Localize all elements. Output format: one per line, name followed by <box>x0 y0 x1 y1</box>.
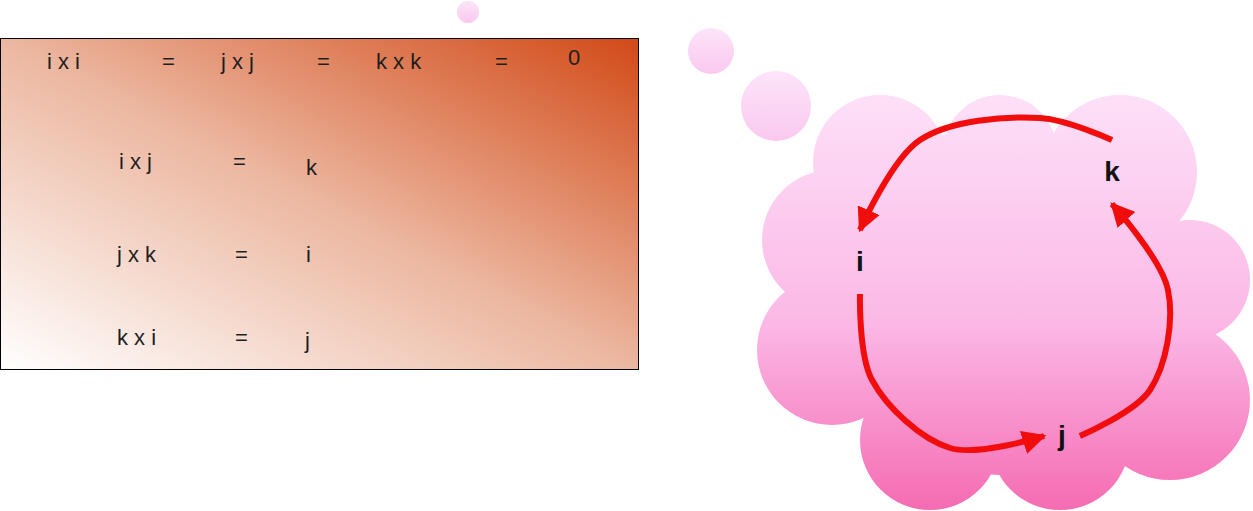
formula-text: j <box>305 328 310 354</box>
formula-text: k x i <box>117 325 156 351</box>
formula-text: = <box>162 49 175 75</box>
formula-text: = <box>495 49 508 75</box>
unit-vector-node: j <box>1044 404 1080 468</box>
cycle-arrow <box>1080 204 1170 436</box>
formula-text: i <box>306 242 311 268</box>
formula-text: = <box>317 49 330 75</box>
unit-vector-node: k <box>1090 140 1134 204</box>
vector-label: j <box>1058 420 1066 452</box>
vector-label: k <box>1104 156 1120 188</box>
formula-text: j x k <box>117 242 156 268</box>
cloud-body <box>757 95 1250 510</box>
cycle-arrow <box>860 294 1044 450</box>
formula-text: 0 <box>568 45 580 71</box>
formula-text: = <box>235 242 248 268</box>
formula-text: k <box>306 155 317 181</box>
formula-text: = <box>233 149 246 175</box>
formula-text: i x j <box>119 149 152 175</box>
vector-label: i <box>856 246 864 278</box>
formula-text: k x k <box>376 49 421 75</box>
cycle-arrow <box>860 118 1112 230</box>
formula-box: i x i = j x j = k x k = 0 i x j = k j x k = i k x i = j <box>0 38 639 370</box>
unit-vector-node: i <box>842 230 878 294</box>
formula-text: j x j <box>221 49 254 75</box>
formula-text: = <box>235 325 248 351</box>
formula-text: i x i <box>47 49 80 75</box>
